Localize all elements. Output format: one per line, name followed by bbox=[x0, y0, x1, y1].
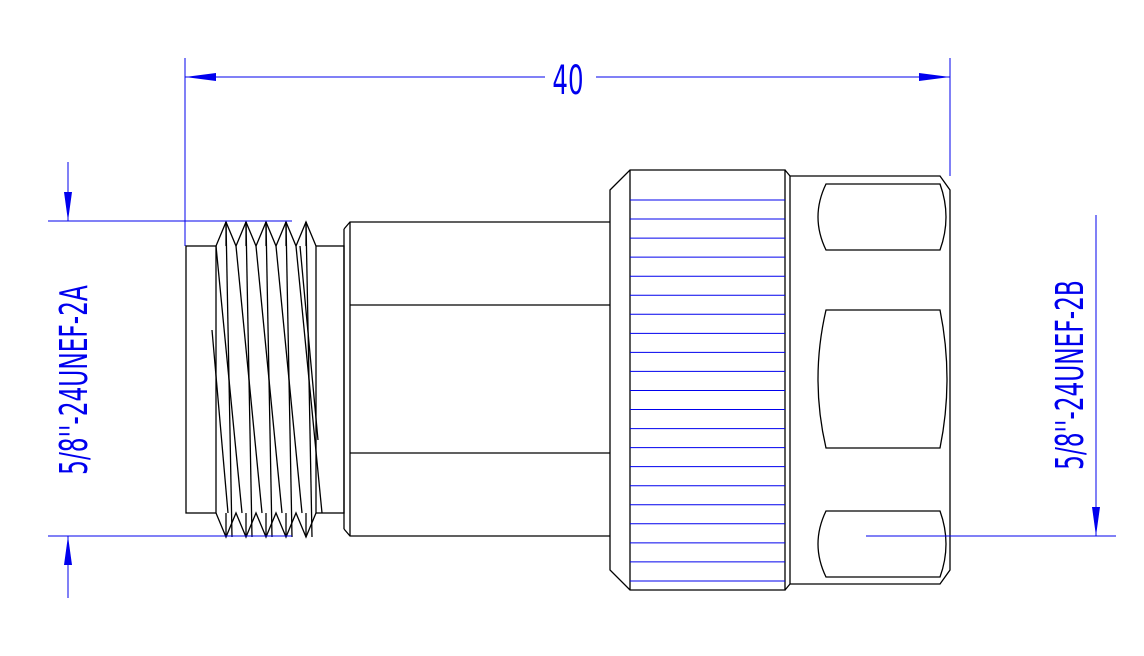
thread-helix-line bbox=[285, 221, 293, 538]
cylindrical-body bbox=[343, 221, 610, 537]
right-arrowhead-bottom bbox=[1092, 507, 1100, 536]
connector-body bbox=[185, 169, 951, 591]
right-thread-text: 5/8''-24UNEF-2B bbox=[1048, 280, 1092, 470]
length-dimension: 40 bbox=[184, 58, 951, 246]
left-thread-dimension: 5/8''-24UNEF-2A bbox=[48, 162, 292, 598]
dimensions: 40 5/8''-24UNEF-2A 5/8''-24UNEF-2B bbox=[48, 58, 1116, 598]
thread-helix-line bbox=[211, 329, 229, 514]
thread-helix-line bbox=[305, 221, 313, 538]
arrowhead-right bbox=[919, 73, 950, 81]
hex-flat-middle bbox=[817, 309, 948, 449]
arrowhead-left bbox=[185, 73, 216, 81]
right-thread-dimension: 5/8''-24UNEF-2B bbox=[866, 215, 1116, 537]
knurled-nut-outline bbox=[609, 169, 786, 591]
body-bottom-edge bbox=[343, 528, 610, 537]
thread-helix-line bbox=[265, 221, 273, 538]
hex-nut-outline bbox=[789, 175, 951, 585]
nut-step-bottom bbox=[784, 583, 791, 591]
thread-helix-line bbox=[225, 221, 233, 538]
plug-end-face bbox=[185, 245, 217, 514]
nut-step-top bbox=[784, 169, 791, 177]
threaded-plug-section bbox=[185, 220, 345, 539]
hex-flat-bottom bbox=[817, 510, 947, 578]
left-thread-text: 5/8''-24UNEF-2A bbox=[52, 285, 96, 475]
length-dimension-text: 40 bbox=[552, 58, 583, 105]
hex-flat-top bbox=[817, 183, 947, 251]
knurled-nut bbox=[609, 169, 791, 591]
thread-helix-lines bbox=[211, 221, 323, 538]
plug-neck bbox=[315, 245, 345, 514]
hex-nut bbox=[789, 175, 951, 585]
thread-helix-line bbox=[299, 245, 319, 441]
left-arrowhead-bottom bbox=[64, 536, 72, 565]
knurl-lines bbox=[630, 199, 785, 582]
thread-helix-line bbox=[245, 221, 253, 538]
left-arrowhead-top bbox=[64, 192, 72, 221]
body-top-edge bbox=[343, 221, 610, 230]
